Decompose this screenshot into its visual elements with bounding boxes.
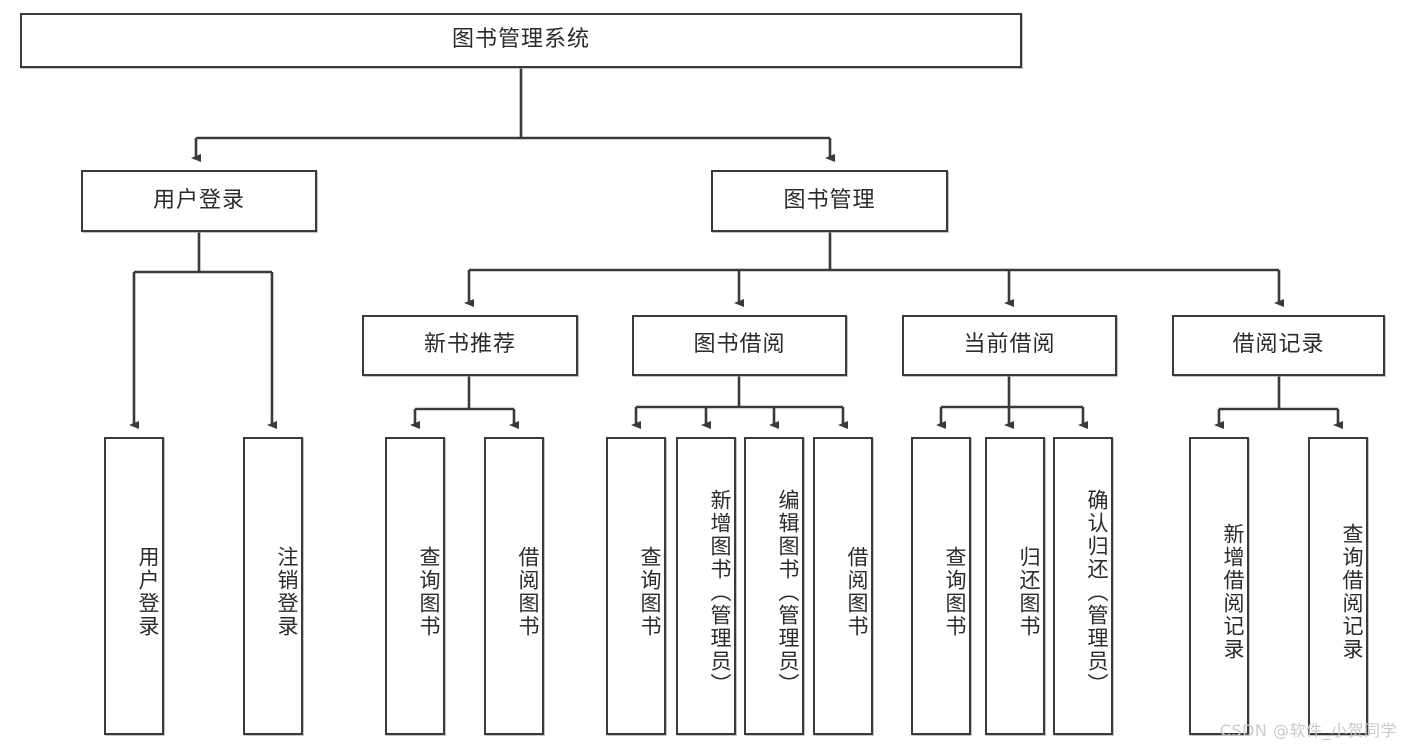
node-current-borrow-label: 当前借阅: [963, 332, 1056, 358]
leaf-newbook-query-book-label: 查询图书: [417, 546, 441, 638]
leaf-newbook-borrow-book-label: 借阅图书: [516, 546, 540, 638]
csdn-watermark: CSDN @软件_小贺同学: [1219, 721, 1397, 740]
leaf-current-confirm-return-admin-label: 确认归还（管理员）: [1085, 488, 1109, 696]
leaf-user-logout[interactable]: 注销登录: [243, 437, 303, 735]
node-current-borrow[interactable]: 当前借阅: [902, 315, 1117, 376]
node-root-label: 图书管理系统: [451, 27, 590, 53]
node-user-login[interactable]: 用户登录: [81, 170, 317, 232]
leaf-records-add-record[interactable]: 新增借阅记录: [1189, 437, 1249, 735]
node-user-login-label: 用户登录: [152, 187, 245, 213]
leaf-current-confirm-return-admin[interactable]: 确认归还（管理员）: [1053, 437, 1113, 735]
leaf-records-add-record-label: 新增借阅记录: [1221, 523, 1245, 661]
leaf-borrow-add-book-admin-label: 新增图书（管理员）: [708, 488, 732, 696]
node-book-management[interactable]: 图书管理: [711, 170, 948, 232]
leaf-current-query-book-label: 查询图书: [943, 546, 967, 638]
leaf-user-login-label: 用户登录: [136, 546, 160, 638]
leaf-current-return-book-label: 归还图书: [1017, 546, 1041, 638]
leaf-borrow-add-book-admin[interactable]: 新增图书（管理员）: [676, 437, 736, 735]
leaf-records-query-record[interactable]: 查询借阅记录: [1308, 437, 1368, 735]
node-book-borrow[interactable]: 图书借阅: [632, 315, 847, 376]
node-new-book-recommend[interactable]: 新书推荐: [362, 315, 578, 376]
node-book-borrow-label: 图书借阅: [693, 332, 786, 358]
leaf-borrow-query-book[interactable]: 查询图书: [606, 437, 666, 735]
leaf-current-return-book[interactable]: 归还图书: [985, 437, 1045, 735]
leaf-borrow-edit-book-admin[interactable]: 编辑图书（管理员）: [744, 437, 804, 735]
node-borrow-records[interactable]: 借阅记录: [1172, 315, 1385, 376]
node-root[interactable]: 图书管理系统: [20, 13, 1022, 68]
leaf-borrow-lend-book[interactable]: 借阅图书: [813, 437, 873, 735]
leaf-borrow-edit-book-admin-label: 编辑图书（管理员）: [776, 488, 800, 696]
leaf-newbook-query-book[interactable]: 查询图书: [385, 437, 445, 735]
leaf-user-login[interactable]: 用户登录: [104, 437, 164, 735]
leaf-records-query-record-label: 查询借阅记录: [1340, 523, 1364, 661]
node-borrow-records-label: 借阅记录: [1232, 332, 1325, 358]
leaf-user-logout-label: 注销登录: [275, 546, 299, 638]
leaf-borrow-lend-book-label: 借阅图书: [845, 546, 869, 638]
leaf-borrow-query-book-label: 查询图书: [638, 546, 662, 638]
leaf-current-query-book[interactable]: 查询图书: [911, 437, 971, 735]
node-new-book-recommend-label: 新书推荐: [423, 332, 516, 358]
leaf-newbook-borrow-book[interactable]: 借阅图书: [484, 437, 544, 735]
node-book-management-label: 图书管理: [783, 187, 876, 213]
